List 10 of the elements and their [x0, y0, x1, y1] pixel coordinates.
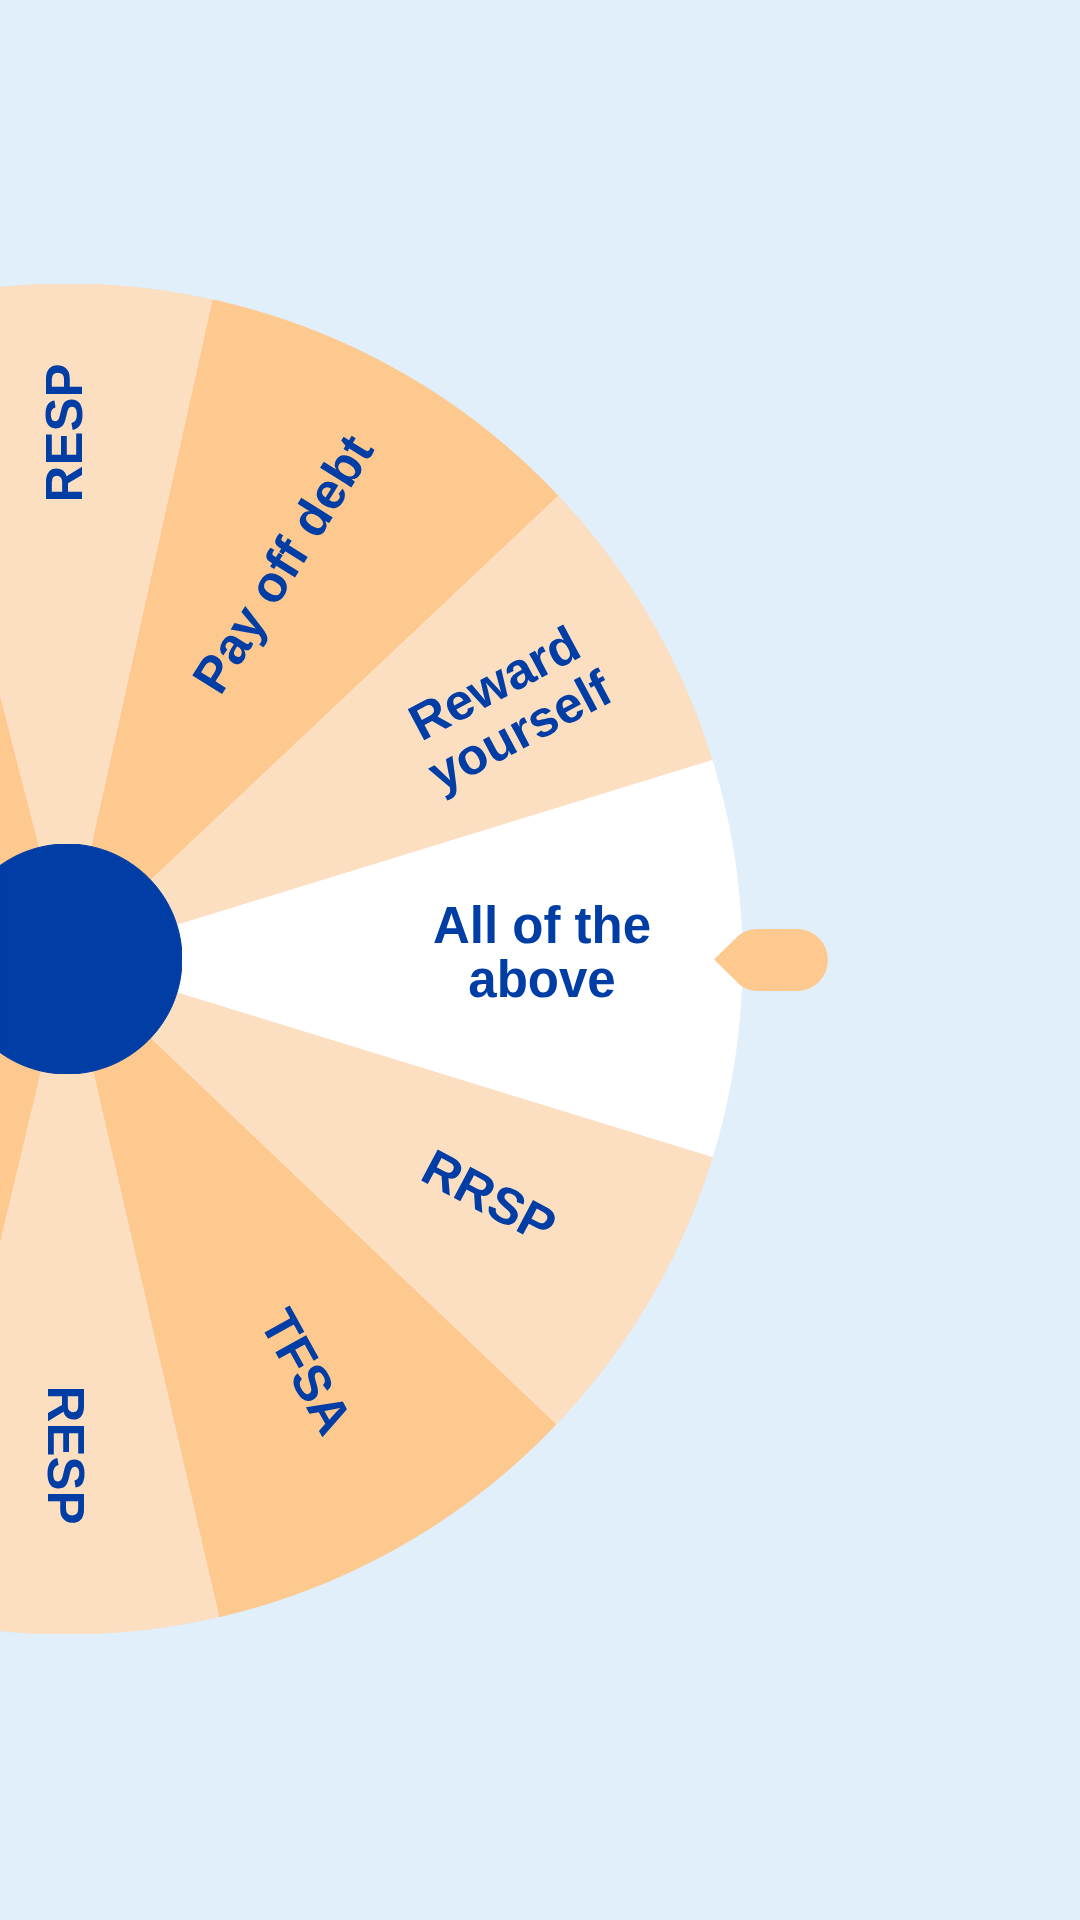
segment-label: All of the above — [431, 899, 653, 1007]
segment-label: RRSP — [413, 1140, 565, 1254]
wheel-hub — [0, 844, 182, 1074]
wheel-segment — [0, 698, 39, 866]
wheel-segment — [92, 1038, 556, 1617]
segment-label: RESP — [38, 1385, 92, 1525]
segment-label: RESP — [38, 363, 92, 503]
wheel-segment — [0, 1070, 219, 1634]
segment-label: TFSA — [250, 1300, 362, 1444]
wheel-segment — [0, 1052, 41, 1241]
